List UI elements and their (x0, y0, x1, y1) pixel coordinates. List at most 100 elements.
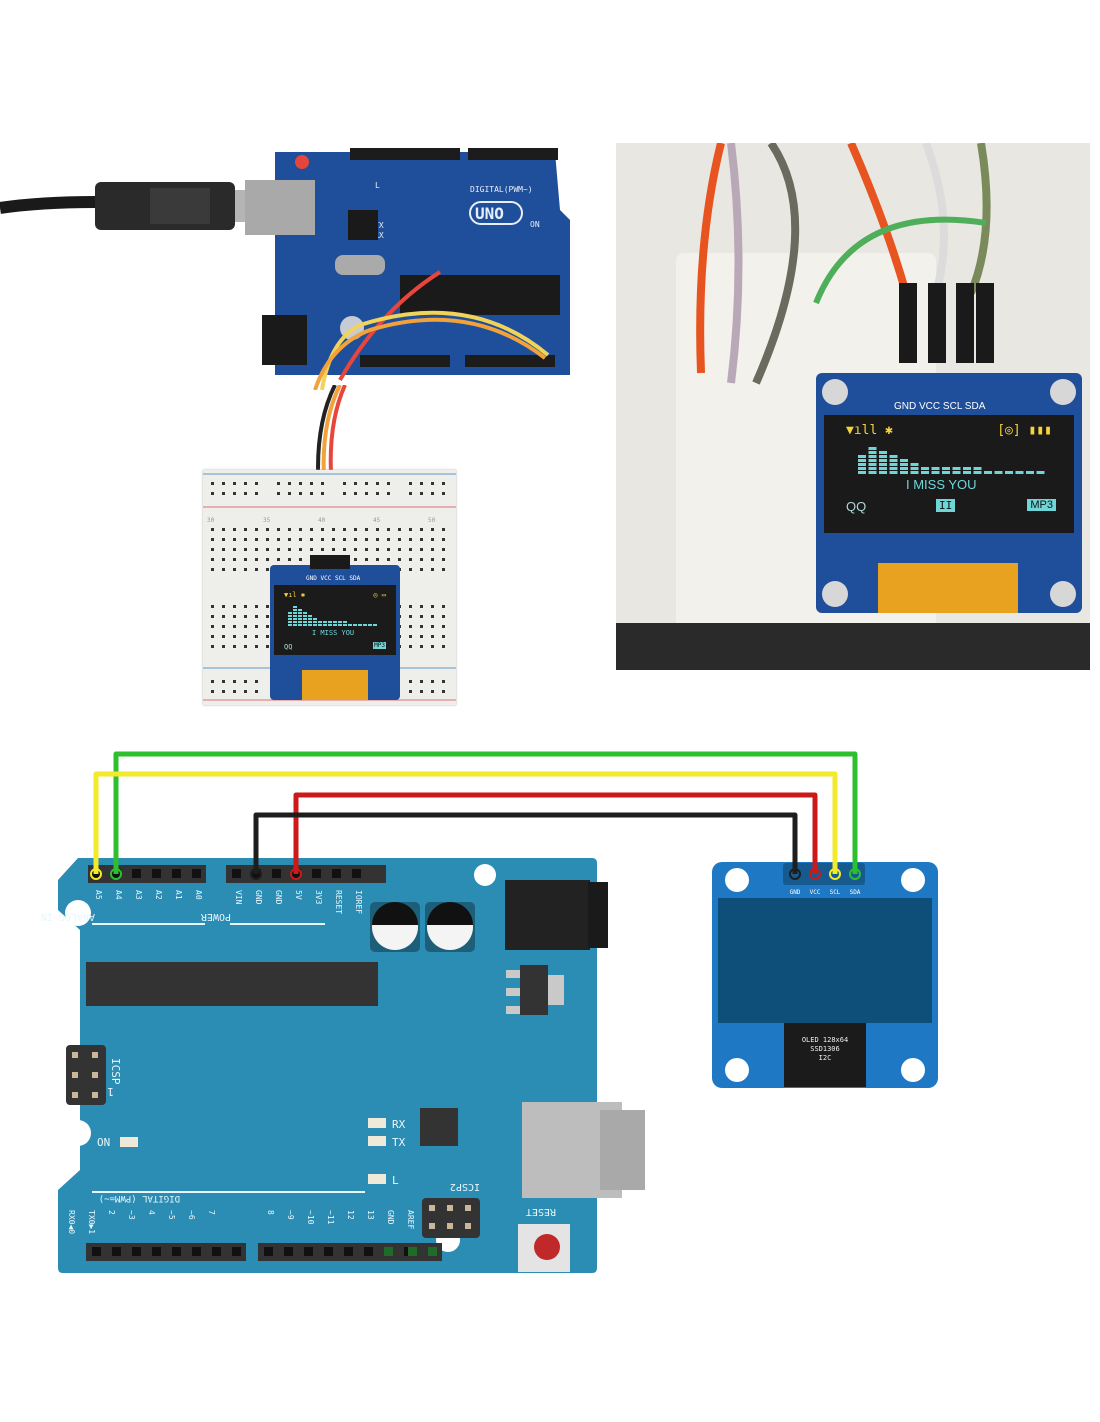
breadboard-hole (431, 605, 434, 608)
digital-pin-label: ~9 (286, 1210, 295, 1220)
oled-pin-labels: GND VCC SCL SDA (306, 575, 361, 582)
equalizer-bar (910, 471, 919, 474)
breadboard-hole (255, 635, 258, 638)
power-pin (272, 869, 281, 878)
breadboard-hole (365, 528, 368, 531)
breadboard-hole (310, 492, 313, 495)
power-pin-label: GND (254, 890, 263, 905)
equalizer-bar (868, 459, 877, 462)
breadboard-hole (244, 690, 247, 693)
digital-pin-label: 8 (266, 1210, 275, 1215)
breadboard-hole (233, 558, 236, 561)
oled-message-small: I MISS YOU (312, 629, 355, 637)
regulator-pin (506, 1006, 520, 1014)
breadboard-hole (376, 538, 379, 541)
breadboard-hole (233, 645, 236, 648)
breadboard-hole (442, 605, 445, 608)
signal-icon: ▼ıl ✱ (284, 591, 306, 599)
breadboard-hole (211, 645, 214, 648)
breadboard-hole (244, 605, 247, 608)
equalizer-bar (921, 467, 929, 470)
breadboard-hole (431, 492, 434, 495)
breadboard-hole (222, 528, 225, 531)
breadboard-hole (266, 645, 269, 648)
equalizer-bar (900, 471, 908, 474)
breadboard-hole (222, 625, 225, 628)
icsp-pin1-label: 1 (107, 1085, 114, 1098)
power-pin (232, 869, 241, 878)
breadboard-hole (277, 538, 280, 541)
equalizer-bar (868, 463, 877, 466)
breadboard-hole (343, 482, 346, 485)
wire-scl (93, 771, 838, 874)
breadboard-hole (376, 548, 379, 551)
breadboard-hole (376, 528, 379, 531)
breadboard-hole (233, 568, 236, 571)
column-number: 45 (373, 517, 381, 524)
tx-led (368, 1136, 386, 1146)
schematic-arduino-board (58, 858, 597, 1273)
oled-ribbon-small (302, 670, 368, 700)
digital-pin (408, 1247, 417, 1256)
breadboard-hole (343, 548, 346, 551)
equalizer-bar (348, 624, 352, 626)
equalizer-bar (298, 612, 302, 614)
equalizer-bar (293, 615, 297, 617)
breadboard-hole (244, 492, 247, 495)
breadboard-hole (376, 482, 379, 485)
icsp2-header (422, 1198, 480, 1238)
breadboard-hole (354, 482, 357, 485)
header-digital-high (350, 148, 460, 160)
breadboard-hole (442, 615, 445, 618)
breadboard-hole (233, 680, 236, 683)
oled-pin-label: SDA (850, 889, 861, 896)
breadboard-hole (321, 548, 324, 551)
breadboard-hole (442, 690, 445, 693)
atmega-chip (86, 962, 378, 1006)
wire-gnd (253, 812, 798, 874)
digital-pin-label: GND (386, 1210, 395, 1225)
breadboard-hole (233, 615, 236, 618)
icsp2-pins (429, 1205, 471, 1229)
breadboard-hole (255, 492, 258, 495)
wire-endpoint (290, 868, 302, 880)
equalizer-bar (298, 624, 302, 626)
breadboard-hole (299, 492, 302, 495)
voltage-regulator (520, 965, 548, 1015)
breadboard-hole (409, 482, 412, 485)
equalizer-bar (889, 471, 898, 474)
signal-bluetooth-icons: ▼ıll ✱ (846, 423, 893, 438)
breadboard-hole (255, 482, 258, 485)
breadboard-hole (420, 615, 423, 618)
breadboard-hole (299, 528, 302, 531)
breadboard-hole (420, 645, 423, 648)
oled-display-area (718, 898, 932, 1023)
breadboard-hole (431, 645, 434, 648)
oled-pin-labels-large: GND VCC SCL SDA (894, 401, 986, 412)
equalizer-bar (308, 624, 312, 626)
equalizer-bar (343, 621, 347, 623)
capacitor (370, 902, 420, 952)
breadboard-hole (442, 680, 445, 683)
breadboard-hole (266, 558, 269, 561)
breadboard-hole (266, 615, 269, 618)
breadboard-hole (266, 538, 269, 541)
breadboard-hole (420, 635, 423, 638)
digital-pin (304, 1247, 313, 1256)
equalizer-bar (303, 615, 307, 617)
breadboard-hole (409, 538, 412, 541)
equalizer-bar (298, 615, 302, 617)
breadboard-hole (233, 635, 236, 638)
equalizer-bar (900, 463, 908, 466)
breadboard-hole (387, 482, 390, 485)
breadboard-hole (222, 538, 225, 541)
wire-sda (113, 751, 858, 874)
icsp2-label: ICSP2 (450, 1181, 480, 1192)
board-mount-hole (474, 864, 496, 886)
breadboard-hole (299, 538, 302, 541)
oled-chip-text: I2C (819, 1054, 832, 1062)
equalizer-bar (994, 471, 1003, 474)
analog-pin (172, 869, 181, 878)
breadboard-hole (321, 492, 324, 495)
digital-pin (172, 1247, 181, 1256)
